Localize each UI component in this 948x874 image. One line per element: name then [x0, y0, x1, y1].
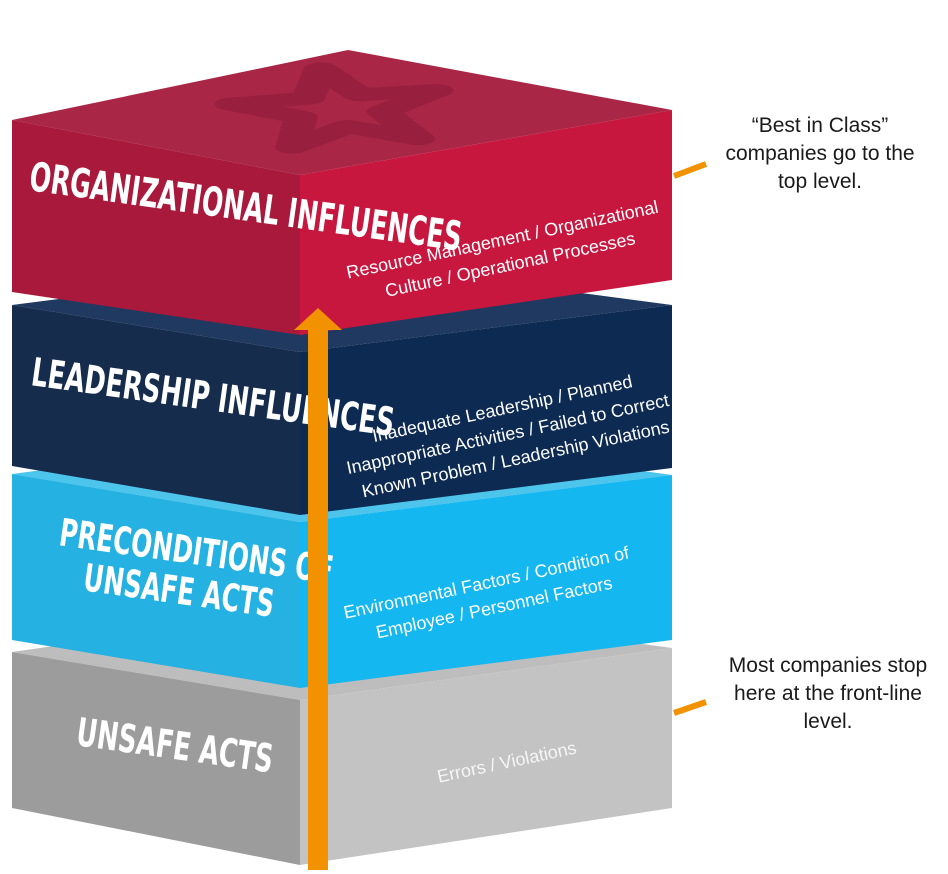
callout-bottom-line: Most companies stop — [728, 654, 928, 677]
layer-unsafe-acts-right-face — [300, 648, 672, 865]
callout-top-line: top level. — [777, 170, 863, 193]
callout-best-in-class: “Best in Class” companies go to the top … — [700, 112, 940, 196]
layer-leadership-right-face — [300, 305, 672, 515]
callout-bottom-line: level. — [803, 710, 853, 733]
callout-bottom-line: here at the front-line — [734, 682, 922, 705]
upward-arrow-icon — [294, 308, 342, 870]
arrow-head — [294, 308, 342, 330]
callout-bottom-connector — [673, 699, 707, 716]
layer-preconditions-right-face — [300, 475, 672, 688]
layer-preconditions-left-face — [12, 474, 300, 688]
arrow-shaft — [308, 326, 328, 870]
layer-leadership-left-face — [12, 305, 300, 515]
layer-organizational-left-face — [12, 120, 300, 335]
star-logo-icon — [214, 62, 454, 154]
layer-organizational-right-face — [300, 110, 672, 335]
layer-unsafe-acts-left-face — [12, 652, 300, 865]
callout-top-line: “Best in Class” — [751, 114, 889, 137]
callout-top-connector — [672, 161, 708, 179]
layer-organizational-top-face — [12, 50, 672, 175]
callout-top-line: companies go to the — [725, 142, 915, 165]
layer-organizational: ORGANIZATIONAL INFLUENCES Resource Manag… — [12, 50, 672, 335]
callout-most-companies: Most companies stop here at the front-li… — [708, 652, 948, 736]
